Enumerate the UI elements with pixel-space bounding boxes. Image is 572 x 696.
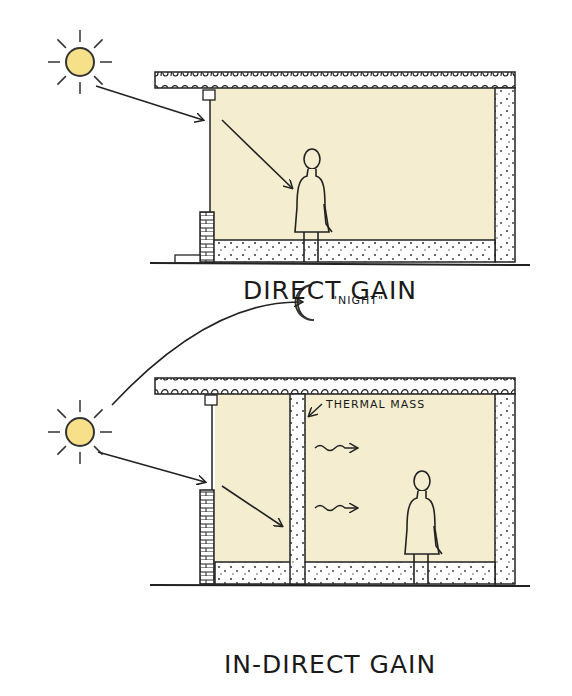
thermal-mass-label: THERMAL MASS	[326, 398, 425, 411]
figure-caption: IN-DIRECT GAIN	[224, 650, 436, 679]
figure-caption: DIRECT GAIN	[243, 276, 417, 305]
moon-label: "NIGHT"	[332, 294, 384, 307]
